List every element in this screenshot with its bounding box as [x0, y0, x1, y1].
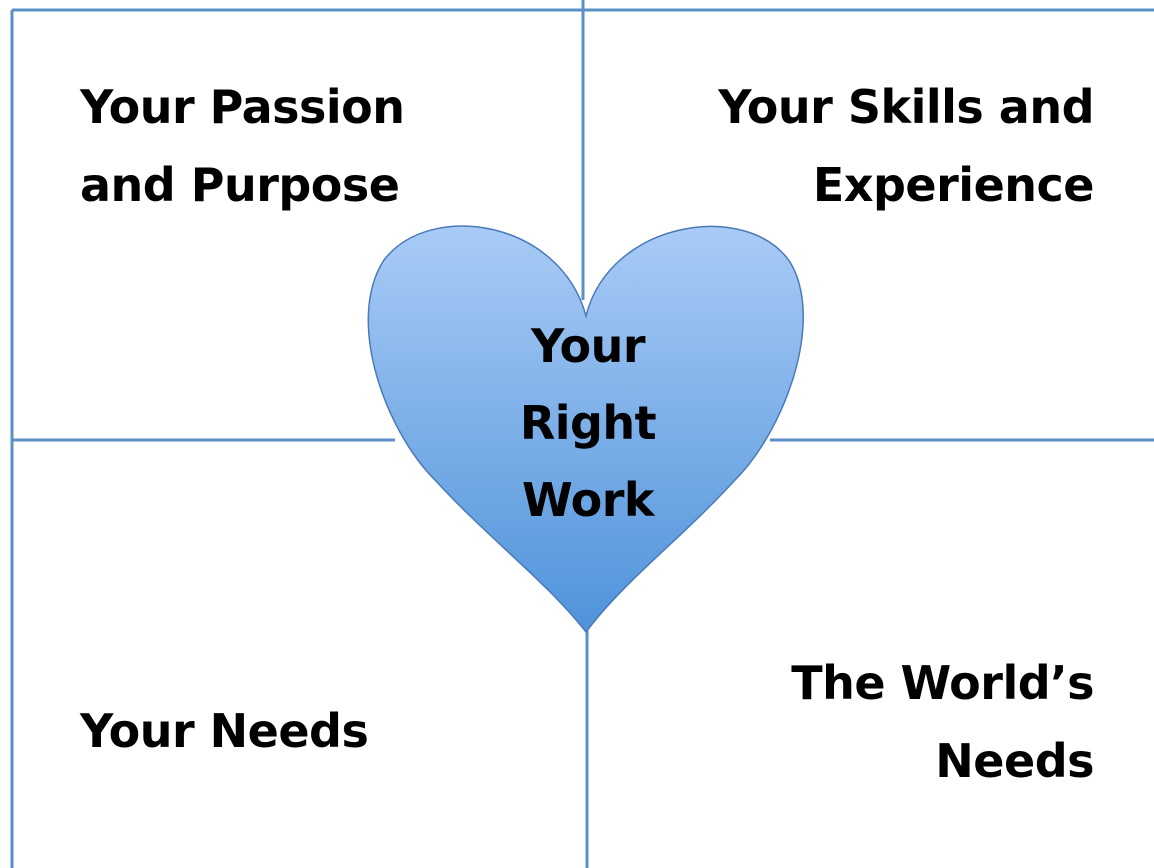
heart-center-label: Your Right Work: [478, 308, 698, 539]
quadrant-worlds-needs: The World’s Needs: [791, 644, 1094, 800]
quadrant-passion-line-2: and Purpose: [80, 158, 400, 212]
quadrant-passion-purpose: Your Passion and Purpose: [80, 68, 405, 224]
quadrant-needs-line-1: Your Needs: [80, 704, 369, 758]
quadrant-skills-line-2: Experience: [812, 158, 1095, 212]
quadrant-world-line-1: The World’s: [791, 656, 1094, 710]
center-line-1: Your: [530, 319, 646, 373]
quadrant-passion-line-1: Your Passion: [80, 80, 405, 134]
center-line-2: Right: [519, 396, 657, 450]
heart-shape: [367, 225, 804, 634]
quadrant-your-needs: Your Needs: [80, 692, 369, 770]
quadrant-skills-line-1: Your Skills and: [718, 80, 1094, 134]
quadrant-skills-experience: Your Skills and Experience: [718, 68, 1094, 224]
center-line-3: Work: [522, 473, 654, 527]
quadrant-world-line-2: Needs: [935, 734, 1094, 788]
